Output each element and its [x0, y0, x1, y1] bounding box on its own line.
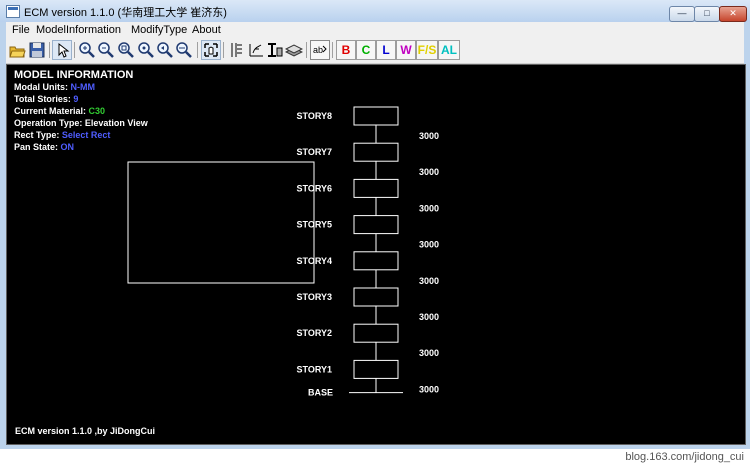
operation-type-label: Operation Type:	[14, 118, 83, 128]
story-label: STORY7	[296, 147, 332, 157]
close-button[interactable]: ✕	[719, 6, 747, 22]
current-material-label: Current Material:	[14, 106, 87, 116]
modal-units-row: Modal Units: N-MM	[14, 82, 95, 92]
pan-state-row: Pan State: ON	[14, 142, 74, 152]
total-stories-label: Total Stories:	[14, 94, 71, 104]
svg-text:ab: ab	[313, 45, 323, 55]
story-height-label: 3000	[419, 203, 439, 213]
story-box	[353, 178, 399, 198]
story-box	[353, 323, 399, 343]
pan-icon[interactable]	[201, 40, 221, 60]
story-height-label: 3000	[419, 384, 439, 394]
color-button-w[interactable]: W	[396, 40, 416, 60]
zoom-window-icon[interactable]	[117, 41, 135, 59]
story-height-label: 3000	[419, 312, 439, 322]
current-material-row: Current Material: C30	[14, 106, 105, 116]
color-button-l[interactable]: L	[376, 40, 396, 60]
color-button-fs[interactable]: F/S	[416, 40, 438, 60]
total-stories-row: Total Stories: 9	[14, 94, 78, 104]
color-button-c[interactable]: C	[356, 40, 376, 60]
save-icon[interactable]	[28, 41, 46, 59]
toolbar: ab B C L W F/S AL	[6, 39, 744, 64]
story-box	[353, 287, 399, 307]
pan-state-label: Pan State:	[14, 142, 59, 152]
title-bar[interactable]: ECM version 1.1.0 (华南理工大学 崔济东) — □ ✕	[0, 0, 750, 22]
story-height-label: 3000	[419, 276, 439, 286]
story-label: STORY8	[296, 111, 332, 121]
current-material-value: C30	[88, 106, 106, 116]
story-height-label: 3000	[419, 167, 439, 177]
story-height-label: 3000	[419, 348, 439, 358]
pan-state-value: ON	[60, 142, 75, 152]
zoom-extents-icon[interactable]	[175, 41, 193, 59]
rect-type-label: Rect Type:	[14, 130, 60, 140]
select-pointer-icon[interactable]	[52, 40, 72, 60]
window-title: ECM version 1.1.0 (华南理工大学 崔济东)	[24, 7, 227, 19]
story-label: STORY1	[296, 364, 332, 374]
story-label: STORY2	[296, 328, 332, 338]
model-info-heading: MODEL INFORMATION	[14, 69, 134, 81]
selection-rectangle[interactable]	[127, 161, 315, 284]
rect-type-row: Rect Type: Select Rect	[14, 130, 110, 140]
zoom-previous-icon[interactable]	[156, 41, 174, 59]
story-box	[353, 251, 399, 271]
story-label: STORY5	[296, 220, 332, 230]
footer-version-text: ECM version 1.1.0 ,by JiDongCui	[15, 426, 156, 436]
column-icon[interactable]	[227, 41, 245, 59]
modal-units-value: N-MM	[70, 82, 96, 92]
story-box	[353, 359, 399, 379]
minimize-button[interactable]: —	[669, 6, 695, 22]
story-height-label: 3000	[419, 240, 439, 250]
elevation-view: STORY83000STORY73000STORY63000STORY53000…	[127, 106, 439, 398]
total-stories-value: 9	[73, 94, 79, 104]
story-box	[353, 106, 399, 126]
story-box	[353, 215, 399, 235]
story-label: STORY4	[296, 256, 332, 266]
menu-file[interactable]: File	[12, 24, 30, 36]
section-icon[interactable]	[266, 41, 284, 59]
watermark-text: blog.163.com/jidong_cui	[625, 451, 744, 463]
story-box	[353, 142, 399, 162]
story-label: STORY6	[296, 183, 332, 193]
app-icon	[6, 5, 20, 18]
story-label: STORY3	[296, 292, 332, 302]
operation-type-row: Operation Type: Elevation View	[14, 118, 148, 128]
open-icon[interactable]	[9, 41, 27, 59]
zoom-out-icon[interactable]	[97, 41, 115, 59]
modal-units-label: Modal Units:	[14, 82, 68, 92]
layers-icon[interactable]	[285, 41, 303, 59]
rect-type-value: Select Rect	[61, 130, 111, 140]
menu-bar: File ModelInformation ModifyType About	[6, 22, 744, 39]
beam-icon[interactable]	[247, 41, 265, 59]
operation-type-value: Elevation View	[84, 118, 148, 128]
maximize-button[interactable]: □	[694, 6, 720, 22]
menu-modify-type[interactable]: ModifyType	[131, 24, 188, 36]
base-label: BASE	[308, 388, 333, 398]
story-height-label: 3000	[419, 131, 439, 141]
menu-model-information[interactable]: ModelInformation	[36, 24, 121, 36]
menu-about[interactable]: About	[192, 24, 221, 36]
properties-icon[interactable]: ab	[310, 40, 330, 60]
zoom-all-icon[interactable]	[137, 41, 155, 59]
app-window: ECM version 1.1.0 (华南理工大学 崔济东) — □ ✕ Fil…	[0, 0, 750, 449]
color-button-al[interactable]: AL	[438, 40, 460, 60]
drawing-canvas[interactable]: MODEL INFORMATION Modal Units: N-MM Tota…	[6, 64, 746, 445]
color-button-b[interactable]: B	[336, 40, 356, 60]
zoom-in-icon[interactable]	[78, 41, 96, 59]
